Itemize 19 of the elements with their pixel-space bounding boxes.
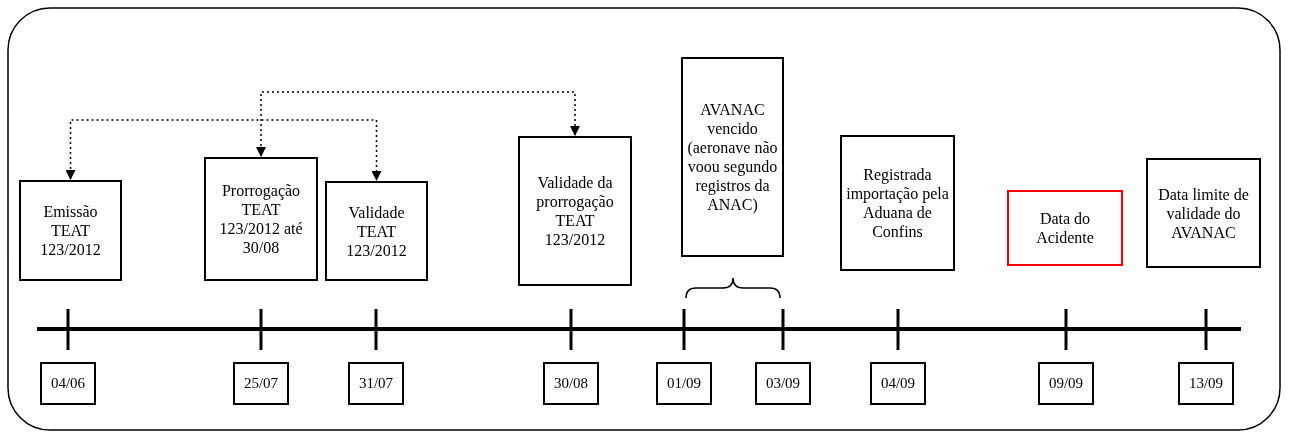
event-box: Registrada importação pela Aduana de Confins (840, 135, 955, 271)
date-box: 09/09 (1038, 362, 1094, 405)
arrow (256, 91, 580, 157)
arrow (65, 119, 382, 181)
date-box: 25/07 (233, 362, 289, 405)
date-box: 03/09 (755, 362, 811, 405)
event-box: Data limite de validade do AVANAC (1146, 158, 1261, 268)
date-box: 04/09 (870, 362, 926, 405)
event-box: Emissão TEAT 123/2012 (19, 180, 122, 281)
event-box: Data do Acidente (1007, 190, 1123, 266)
event-box: Validade da prorrogação TEAT 123/2012 (518, 136, 632, 286)
event-box: Validade TEAT 123/2012 (325, 181, 428, 281)
event-box: AVANAC vencido (aeronave não voou segundo registros da ANAC) (681, 57, 784, 257)
date-box: 30/08 (543, 362, 599, 405)
event-box: Prorrogação TEAT 123/2012 até 30/08 (204, 157, 318, 281)
date-box: 04/06 (40, 362, 96, 405)
date-box: 31/07 (348, 362, 404, 405)
date-box: 13/09 (1178, 362, 1234, 405)
date-box: 01/09 (656, 362, 712, 405)
